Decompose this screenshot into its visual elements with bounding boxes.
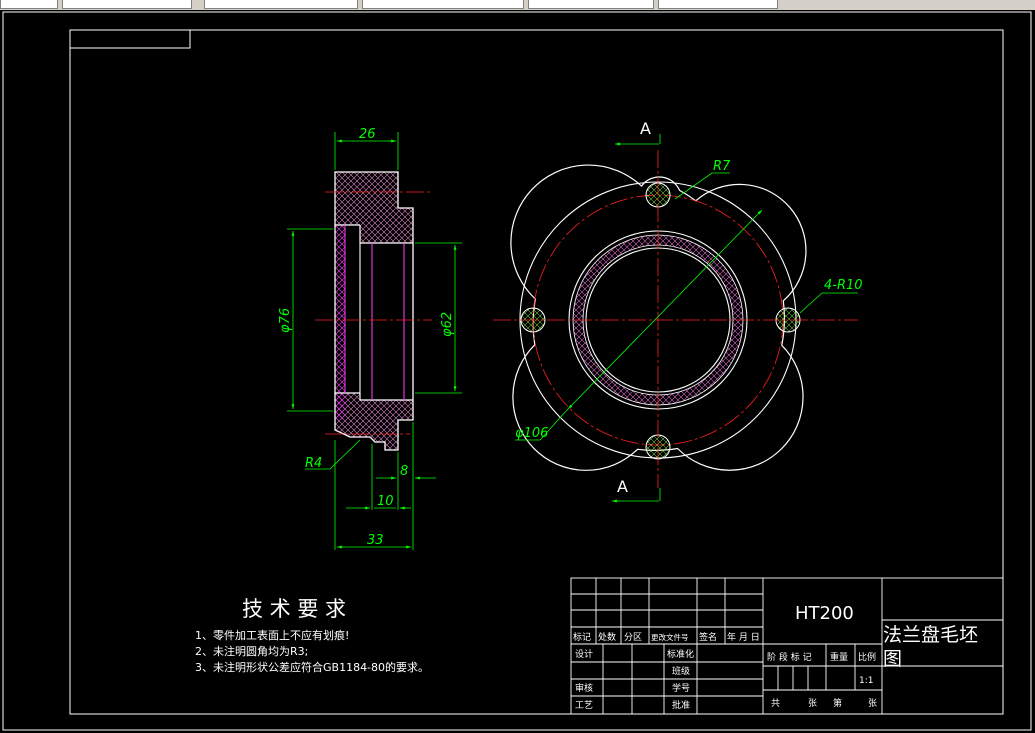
dim-bore-76: φ76 [278,308,293,333]
dim-step-10: 10 [377,494,394,509]
toolbar-box-2[interactable] [62,0,192,9]
section-label-top: A [640,119,651,138]
section-dimensions [287,132,462,550]
tb-class: 班级 [672,665,690,677]
toolbar-box-4[interactable] [362,0,524,9]
tb-sheets2: 张 [868,698,877,709]
tb-material: HT200 [795,603,854,624]
dim-step-8: 8 [400,464,408,479]
dim-width-26: 26 [359,127,376,142]
tb-date: 年 月 日 [727,631,760,643]
title-block [570,577,1004,715]
cad-drawing-canvas[interactable]: 26 φ76 φ62 R4 8 10 33 [0,10,1035,733]
tb-process: 工艺 [575,700,593,711]
dim-hole-4r10: 4-R10 [824,278,863,293]
window-top-bar [0,0,1035,10]
outer-frame [2,11,1032,731]
note-item-2: 2、未注明圆角均为R3; [195,644,308,658]
tb-student-id: 学号 [672,682,690,694]
section-view [315,171,432,451]
toolbar-box-5[interactable] [528,0,654,9]
notes-title: 技 术 要 求 [242,597,346,621]
tb-scale: 比例 [858,651,876,663]
tb-weight: 重量 [830,651,848,663]
tb-zone: 分区 [624,632,642,643]
tb-count: 处数 [598,631,616,643]
technical-notes: 技 术 要 求 1、零件加工表面上不应有划痕! 2、未注明圆角均为R3; 3、未… [195,597,429,674]
corner-box [69,29,191,49]
tb-page: 第 [833,697,842,709]
tb-part-name-1: 法兰盘毛坯 [883,624,978,646]
toolbar-box-1[interactable] [0,0,58,9]
note-item-1: 1、零件加工表面上不应有划痕! [195,628,349,642]
title-block-text: 标记 处数 分区 更改文件号 签名 年 月 日 设计 标准化 班级 审核 学号 … [573,631,877,711]
dim-ear-r7: R7 [713,159,731,174]
tb-approve: 批准 [672,699,690,711]
tb-sheets: 张 [808,698,817,709]
tb-stage-mark: 阶 段 标 记 [767,651,812,663]
dim-bore-62: φ62 [440,312,455,337]
tb-mark: 标记 [573,631,591,643]
tb-review: 审核 [575,682,593,694]
tb-total: 共 [771,698,780,709]
tb-part-name-2: 图 [883,648,902,670]
note-item-3: 3、未注明形状公差应符合GB1184-80的要求。 [195,660,429,674]
dim-pcd-106: φ106 [515,426,548,441]
dim-fillet-r4: R4 [305,456,322,471]
section-label-bottom: A [617,477,628,496]
tb-doc: 更改文件号 [651,632,689,642]
inner-frame [69,29,1004,715]
toolbar-box-6[interactable] [658,0,778,9]
front-dimensions [515,134,858,503]
dim-total-33: 33 [367,533,384,548]
tb-sign: 签名 [699,631,717,643]
tb-design: 设计 [575,648,593,660]
toolbar-box-3[interactable] [204,0,358,9]
tb-standardize: 标准化 [667,648,694,660]
tb-scale-value: 1:1 [859,676,873,686]
